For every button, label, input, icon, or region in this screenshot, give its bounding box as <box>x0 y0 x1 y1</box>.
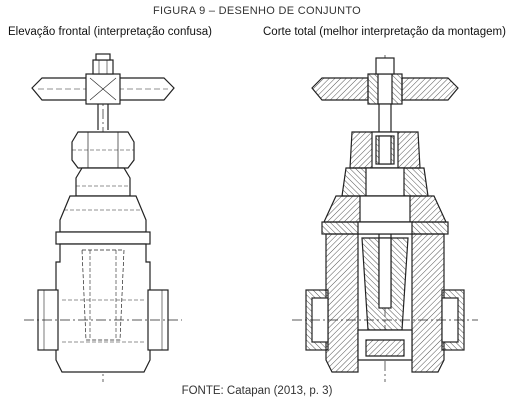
handwheel <box>31 73 175 105</box>
valve-body <box>55 243 151 373</box>
valve-full-section <box>292 55 478 382</box>
bonnet-nut <box>71 131 135 197</box>
top-nut-section <box>375 57 395 75</box>
panel-label-front-elevation: Elevação frontal (interpretação confusa) <box>8 26 212 38</box>
body-flange <box>55 231 151 245</box>
valve-body-section <box>325 233 359 373</box>
panel-label-full-section: Corte total (melhor interpretação da mon… <box>263 26 506 38</box>
figure-source: FONTE: Catapan (2013, p. 3) <box>181 385 333 397</box>
top-nut <box>92 53 114 75</box>
valve-front-elevation <box>24 53 182 382</box>
handwheel-section <box>311 73 459 105</box>
figure-title: FIGURA 9 – DESENHO DE CONJUNTO <box>152 5 362 17</box>
